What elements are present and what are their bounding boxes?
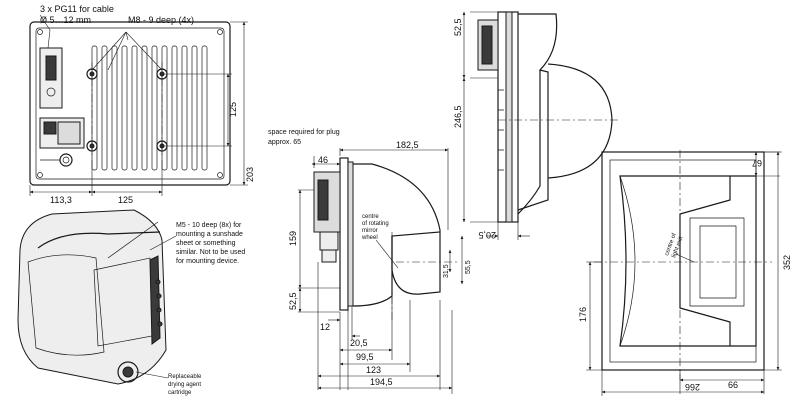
drying-note-1: Replaceable xyxy=(168,374,202,380)
top-housing xyxy=(517,13,558,211)
device-body xyxy=(17,209,167,385)
dim-352: 352 xyxy=(782,255,792,270)
top-view xyxy=(462,11,618,240)
plug-note-2: approx. 65 xyxy=(268,139,301,146)
dim-159: 159 xyxy=(288,231,298,246)
dim-125-vertical: 125 xyxy=(228,102,238,117)
mounting-note-1: M5 - 10 deep (8x) for xyxy=(176,222,242,229)
perspective-view xyxy=(17,209,177,385)
dim-67: 67 xyxy=(752,158,762,168)
mounting-note-2: mounting a sunshade xyxy=(176,231,243,238)
side-view xyxy=(298,148,464,394)
dim-20-5-side: 20,5 xyxy=(350,338,368,348)
bottom-housing xyxy=(619,175,731,347)
dim-176: 176 xyxy=(578,307,588,322)
side-housing xyxy=(352,163,441,307)
dim-113-3: 113,3 xyxy=(50,195,72,205)
mirror-label-1: centre xyxy=(362,214,379,220)
drying-cartridge xyxy=(117,361,139,383)
dim-55-5: 55,5 xyxy=(465,260,472,274)
bottom-view xyxy=(586,150,782,396)
dim-194-5: 194,5 xyxy=(370,377,393,387)
drying-note-2: drying agent xyxy=(168,382,201,388)
dim-66: 66 xyxy=(728,380,738,390)
dim-266: 266 xyxy=(685,382,700,392)
dim-203: 203 xyxy=(245,167,255,182)
dim-52-5-top: 52,5 xyxy=(453,18,463,36)
cable-diameter-label: Ø 5…12 mm xyxy=(40,15,91,25)
mounting-note-3: sheet or something xyxy=(176,240,236,247)
mirror-label-3: mirror xyxy=(362,228,378,234)
drying-note-3: cartridge xyxy=(168,390,192,396)
plug-note-1: space required for plug xyxy=(268,129,340,136)
thread-label: M8 - 9 deep (4x) xyxy=(128,15,194,25)
dim-182-5: 182,5 xyxy=(396,140,419,150)
dim-99-5: 99,5 xyxy=(356,352,374,362)
cable-gland-label: 3 x PG11 for cable xyxy=(40,4,114,14)
cable-port xyxy=(59,153,73,167)
side-plate xyxy=(339,157,349,311)
mirror-label-4: wheel xyxy=(361,235,378,241)
mounting-note-4: similar. Not to be used xyxy=(176,249,245,256)
dim-52-5-side: 52,5 xyxy=(288,292,298,310)
dim-125-horizontal: 125 xyxy=(118,195,133,205)
dim-12: 12 xyxy=(320,322,330,332)
dim-123: 123 xyxy=(366,365,381,375)
dim-31-5: 31,5 xyxy=(443,264,450,278)
dim-46: 46 xyxy=(318,155,328,165)
cooling-fins xyxy=(91,45,208,171)
mirror-label-2: of rotating xyxy=(362,221,389,227)
mounting-note-5: for mounting device. xyxy=(176,258,239,265)
bottom-plate xyxy=(601,151,765,371)
front-view xyxy=(29,14,248,196)
dim-20-5-top: 20,5 xyxy=(478,230,496,240)
front-plate xyxy=(29,21,231,186)
dim-246-5: 246,5 xyxy=(453,105,463,128)
